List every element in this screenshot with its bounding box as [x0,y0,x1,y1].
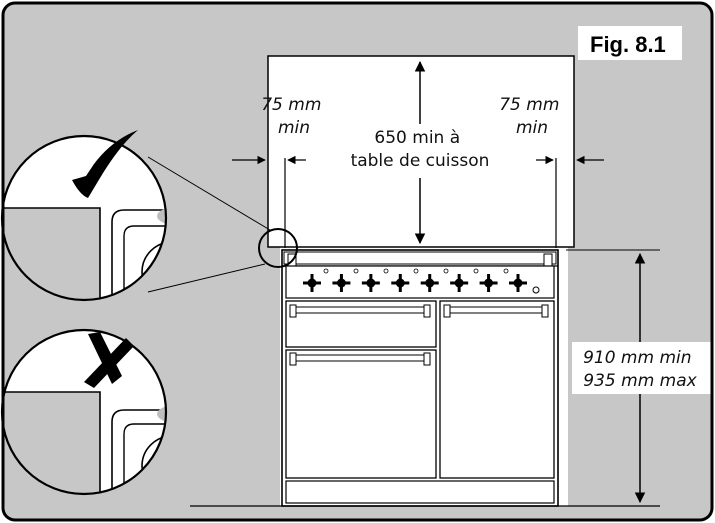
range-cooker [281,249,559,507]
left-clearance-label: 75 mm min [261,95,327,138]
knob-row [303,268,540,294]
burner-knob-icon [391,274,410,292]
burner-knob-icon [361,274,380,292]
wall-top-middle [200,3,580,56]
indicator-dot [443,268,449,274]
switch-icon [532,286,540,294]
cross-icon [84,332,134,388]
figure-label: Fig. 8.1 [590,32,666,57]
indicator-dot [323,268,329,274]
indicator-dot [353,268,359,274]
oven-right [439,300,555,479]
burner-knob-icon [303,274,321,292]
indicator-dot [383,268,389,274]
oven-bottom-left [285,349,437,479]
burner-knob-icon [509,274,527,292]
inset-incorrect [0,328,168,496]
wall-right [568,3,712,520]
height-range-label: 910 mm min 935 mm max [583,348,698,391]
figure-label-box [578,26,682,60]
burner-knob-icon [332,274,351,292]
burner-knob-icon [479,274,498,292]
right-clearance-label: 75 mm min [499,95,565,138]
indicator-dot [413,268,419,274]
indicator-dot [503,268,509,274]
burner-knob-icon [450,274,469,292]
check-icon [72,130,138,198]
burner-knob-icon [420,274,439,292]
indicator-dot [473,268,479,274]
detail-marker [258,228,298,268]
vertical-clearance-label: 650 min à table de cuisson [351,128,490,171]
